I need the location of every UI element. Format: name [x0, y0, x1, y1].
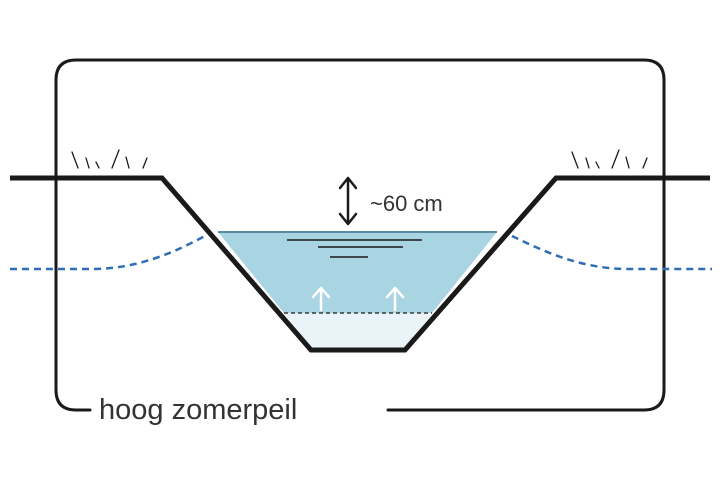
diagram-caption: hoog zomerpeil: [99, 394, 297, 426]
groundwater-level-left: [10, 236, 205, 269]
depth-label: ~60 cm: [370, 191, 443, 216]
grass-tuft-icon: [72, 150, 147, 168]
water-body: [218, 232, 497, 313]
grass-tuft-icon: [572, 150, 647, 168]
groundwater-level-right: [512, 236, 712, 269]
double-headed-vertical-arrow-icon: [340, 178, 356, 224]
